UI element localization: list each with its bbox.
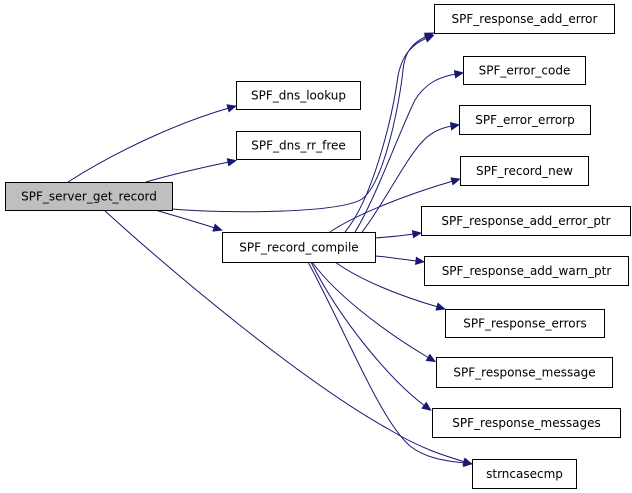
arrowhead-icon [449, 122, 461, 131]
edge-record-compile-to-response-add-error [344, 34, 435, 233]
edge-line [334, 261, 439, 308]
edge-server-get-record-to-dns-rr-free [145, 158, 238, 183]
node-label: SPF_response_errors [463, 317, 587, 331]
arrowhead-icon [212, 223, 223, 232]
edge-record-compile-to-response-message [311, 261, 437, 363]
node-label: SPF_server_get_record [21, 190, 157, 204]
edge-line [374, 255, 418, 262]
edge-line [329, 180, 454, 233]
node-label: SPF_error_errorp [475, 113, 574, 127]
node-box[interactable] [434, 4, 615, 34]
node-box[interactable] [5, 182, 173, 211]
node-label: SPF_response_add_error [452, 12, 598, 26]
node-server-get-record[interactable]: SPF_server_get_record [5, 182, 173, 211]
node-label: SPF_record_new [476, 164, 573, 178]
node-label: strncasecmp [486, 467, 563, 481]
edge-line [374, 233, 415, 239]
edge-record-compile-to-response-messages [310, 261, 432, 411]
node-label: SPF_response_message [453, 366, 595, 380]
node-label: SPF_response_messages [452, 416, 600, 430]
arrowhead-icon [425, 353, 437, 363]
node-label: SPF_dns_rr_free [251, 139, 346, 153]
edge-record-compile-to-response-errors [334, 261, 446, 311]
arrowhead-icon [435, 302, 446, 311]
node-box[interactable] [460, 156, 589, 186]
edge-record-compile-to-error-errorp [361, 122, 461, 233]
nodes-layer: SPF_server_get_record SPF_dns_lookupSPF_d… [5, 4, 631, 489]
edge-line [171, 35, 428, 213]
arrowhead-icon [453, 70, 465, 79]
node-box[interactable] [222, 232, 376, 263]
node-label: SPF_response_add_warn_ptr [442, 264, 612, 278]
edge-line [145, 161, 230, 183]
node-strncasecmp[interactable]: strncasecmp [472, 459, 577, 489]
edge-record-compile-to-strncasecmp [307, 261, 474, 468]
edge-server-get-record-to-dns-lookup [67, 104, 237, 183]
edge-server-get-record-to-response-add-error [171, 32, 435, 213]
node-response-add-warn-ptr[interactable]: SPF_response_add_warn_ptr [424, 256, 629, 286]
node-record-compile[interactable]: SPF_record_compile [222, 232, 376, 263]
edge-line [103, 209, 466, 463]
node-box[interactable] [436, 357, 613, 388]
node-label: SPF_error_code [479, 64, 571, 78]
node-box[interactable] [445, 309, 605, 338]
edge-line [310, 261, 426, 407]
edge-line [307, 261, 466, 464]
node-label: SPF_response_add_error_ptr [441, 214, 610, 228]
edge-record-compile-to-response-add-error-ptr [374, 229, 423, 239]
edge-server-get-record-to-record-compile [154, 209, 223, 232]
edges-layer [67, 32, 474, 468]
node-dns-rr-free[interactable]: SPF_dns_rr_free [236, 131, 361, 160]
node-box[interactable] [236, 81, 361, 110]
node-box[interactable] [459, 105, 591, 135]
edge-line [344, 37, 428, 233]
node-response-messages[interactable]: SPF_response_messages [432, 408, 621, 438]
node-response-add-error-ptr[interactable]: SPF_response_add_error_ptr [421, 206, 631, 236]
node-response-errors[interactable]: SPF_response_errors [445, 309, 605, 338]
node-error-code[interactable]: SPF_error_code [463, 56, 586, 85]
edge-line [311, 261, 430, 359]
edge-line [354, 73, 457, 233]
node-dns-lookup[interactable]: SPF_dns_lookup [236, 81, 361, 110]
node-box[interactable] [421, 206, 631, 236]
edge-record-compile-to-response-add-warn-ptr [374, 255, 426, 266]
edge-line [361, 125, 453, 233]
node-label: SPF_dns_lookup [251, 89, 346, 103]
node-box[interactable] [236, 131, 361, 160]
edge-record-compile-to-record-new [329, 177, 461, 233]
arrowhead-icon [421, 401, 432, 411]
node-label: SPF_record_compile [239, 241, 358, 255]
node-record-new[interactable]: SPF_record_new [460, 156, 589, 186]
node-response-message[interactable]: SPF_response_message [436, 357, 613, 388]
edge-line [154, 209, 216, 229]
edge-record-compile-to-error-code [354, 70, 465, 233]
node-response-add-error[interactable]: SPF_response_add_error [434, 4, 615, 34]
arrowhead-icon [226, 158, 238, 167]
arrowhead-icon [424, 34, 435, 43]
node-box[interactable] [463, 56, 586, 85]
arrowhead-icon [226, 104, 237, 113]
arrowhead-icon [463, 458, 474, 468]
arrowhead-icon [415, 256, 426, 266]
node-box[interactable] [472, 459, 577, 489]
arrowhead-icon [450, 177, 461, 186]
arrowhead-icon [411, 229, 423, 239]
node-box[interactable] [432, 408, 621, 438]
edge-line [67, 107, 230, 183]
node-box[interactable] [424, 256, 629, 286]
node-error-errorp[interactable]: SPF_error_errorp [459, 105, 591, 135]
